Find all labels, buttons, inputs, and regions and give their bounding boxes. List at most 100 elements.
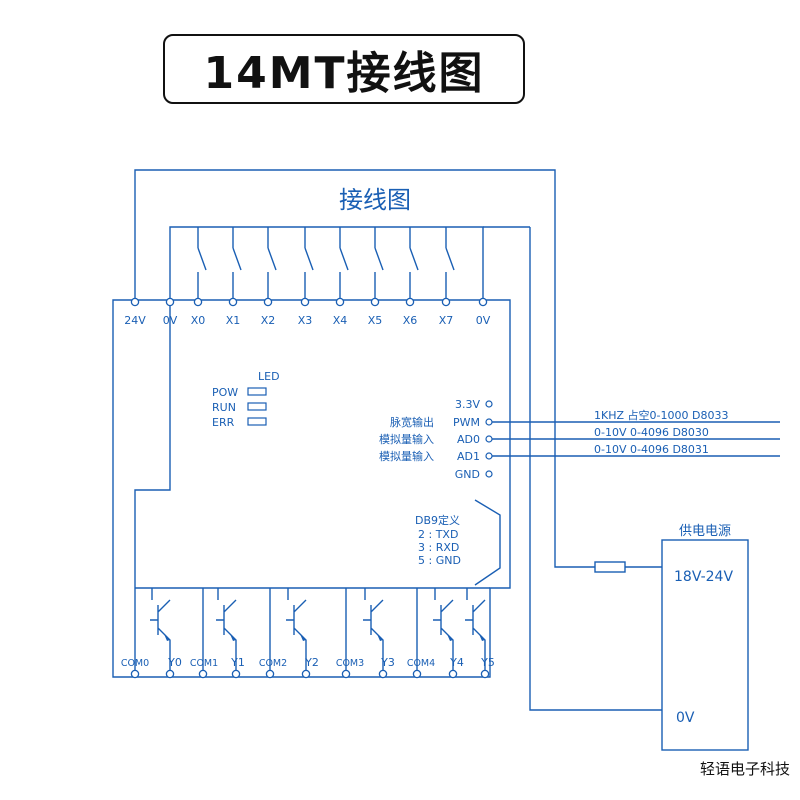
led-run-indicator	[247, 402, 267, 411]
top-terminal-x6-8	[405, 297, 415, 307]
transistor-arrow-icon	[164, 634, 170, 641]
io-pin-function-label: 模拟量输入	[379, 432, 434, 446]
led-header: LED	[258, 370, 280, 383]
led-label-run: RUN	[212, 401, 236, 414]
io-pin-terminal	[485, 452, 493, 460]
bottom-terminal-label: Y5	[480, 656, 495, 669]
output-transistor-icon	[150, 588, 171, 670]
io-pin-terminal	[485, 435, 493, 443]
power-supply-title: 供电电源	[679, 524, 731, 539]
transistor-arrow-icon	[230, 634, 236, 641]
top-terminal-label: X6	[403, 314, 418, 327]
input-switch-icon	[445, 227, 455, 298]
top-terminal-x5-7	[370, 297, 380, 307]
bottom-terminal-label: Y4	[449, 656, 464, 669]
power-supply-box	[661, 539, 749, 751]
bottom-terminal-label: COM1	[190, 658, 218, 669]
bottom-terminal-label: Y0	[167, 656, 182, 669]
io-pin-terminal	[485, 470, 493, 478]
top-terminal-strip: 24V 0V X0 X1 X2 X3 X4 X5 X6 X7 0V	[124, 227, 491, 327]
input-switch-icon	[374, 227, 384, 298]
top-terminal-x3-5	[300, 297, 310, 307]
top-terminal-label: 24V	[124, 314, 146, 327]
input-switch-icon	[232, 227, 242, 298]
top-terminal-0v-10	[478, 297, 488, 307]
bottom-terminal-label: COM3	[336, 658, 364, 669]
top-terminal-24v-0	[130, 297, 140, 307]
top-terminal-label: X0	[191, 314, 206, 327]
bottom-terminal-y2	[301, 669, 311, 679]
bottom-terminal-y0	[165, 669, 175, 679]
bottom-terminal-label: Y2	[304, 656, 319, 669]
io-pin-name-pwm: PWM	[453, 416, 480, 429]
bottom-terminal-y4	[448, 669, 458, 679]
bottom-terminal-com1	[198, 669, 208, 679]
bottom-terminal-y1	[231, 669, 241, 679]
top-terminal-x4-6	[335, 297, 345, 307]
transistor-arrow-icon	[300, 634, 306, 641]
power-supply-negative: 0V	[676, 710, 695, 726]
bottom-terminal-com3	[341, 669, 351, 679]
bottom-terminal-label: COM2	[259, 658, 287, 669]
db9-line-gnd: 5 : GND	[418, 554, 461, 567]
transistor-arrow-icon	[377, 634, 383, 641]
io-pin-spec-label: 0-10V 0-4096 D8030	[594, 426, 709, 439]
top-terminal-0v-1	[165, 297, 175, 307]
input-switch-icon	[267, 227, 277, 298]
io-pin-terminal	[485, 400, 493, 408]
io-pin-name-gnd: GND	[455, 468, 480, 481]
transistor-arrow-icon	[447, 634, 453, 641]
bottom-terminal-label: COM4	[407, 658, 435, 669]
plc-body	[112, 299, 511, 678]
power-supply-positive: 18V-24V	[674, 569, 733, 585]
output-transistor-icon	[363, 588, 384, 670]
input-switch-icon	[197, 227, 207, 298]
io-pin-name-ad1: AD1	[457, 450, 480, 463]
brand-label: 轻语电子科技	[699, 760, 790, 778]
led-label-err: ERR	[212, 416, 235, 429]
input-switch-icon	[339, 227, 349, 298]
io-pin-terminal	[485, 418, 493, 426]
output-transistor-icon	[433, 588, 454, 670]
top-terminal-label: X5	[368, 314, 383, 327]
io-pin-function-label: 模拟量输入	[379, 449, 434, 463]
top-terminal-label: X2	[261, 314, 276, 327]
top-terminal-x2-4	[263, 297, 273, 307]
wire-24v	[134, 169, 595, 568]
io-pin-spec-label: 0-10V 0-4096 D8031	[594, 443, 709, 456]
bottom-terminal-label: Y3	[380, 656, 395, 669]
db9-line-txd: 2 : TXD	[418, 528, 458, 541]
input-switch-icon	[409, 227, 419, 298]
db9-line-rxd: 3 : RXD	[418, 541, 459, 554]
bottom-terminal-label: Y1	[230, 656, 245, 669]
page-title: 14MT接线图	[203, 48, 485, 99]
top-terminal-label: X4	[333, 314, 348, 327]
top-terminal-label: X1	[226, 314, 241, 327]
output-transistor-icon	[465, 588, 486, 670]
io-pin-name-ad0: AD0	[457, 433, 480, 446]
io-pin-spec-label: 1KHZ 占空0-1000 D8033	[594, 408, 728, 422]
io-pin-name-33v: 3.3V	[455, 398, 480, 411]
bottom-terminal-com0	[130, 669, 140, 679]
io-pin-function-label: 脉宽输出	[390, 415, 434, 429]
db9-connector-icon	[474, 499, 501, 586]
top-terminal-label: 0V	[163, 314, 178, 327]
fuse	[594, 561, 626, 573]
top-terminal-label: 0V	[476, 314, 491, 327]
wire-0v-inner	[134, 304, 171, 588]
top-terminal-label: X7	[439, 314, 454, 327]
top-terminal-x1-3	[228, 297, 238, 307]
diagram-title: 接线图	[339, 186, 411, 214]
led-err-indicator	[247, 417, 267, 426]
bottom-terminal-y5	[480, 669, 490, 679]
top-terminal-label: X3	[298, 314, 313, 327]
top-terminal-x7-9	[441, 297, 451, 307]
bottom-terminal-com4	[412, 669, 422, 679]
bottom-terminal-com2	[265, 669, 275, 679]
wire-0v-supply	[529, 227, 662, 711]
title-box: 14MT接线图	[163, 34, 525, 104]
led-label-pow: POW	[212, 386, 238, 399]
